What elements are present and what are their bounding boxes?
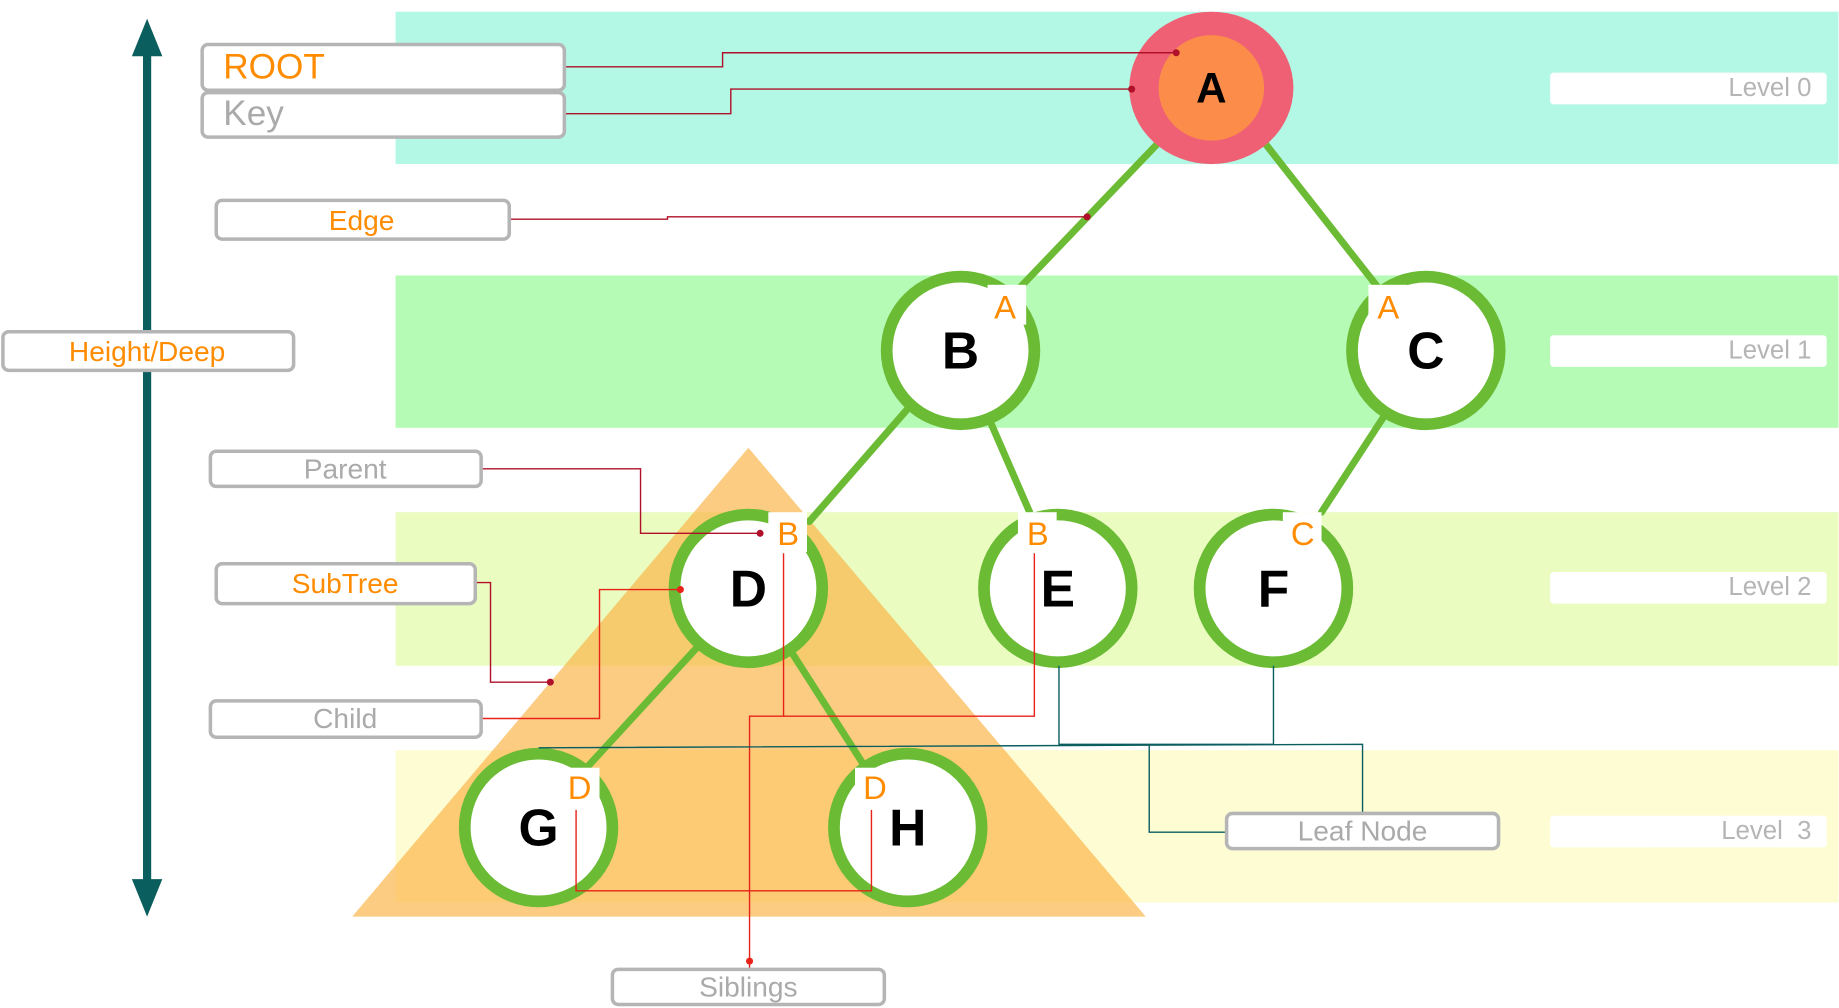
svg-text:ROOT: ROOT <box>223 47 325 86</box>
parent-key-label: D <box>568 769 592 806</box>
svg-text:Level 0: Level 0 <box>1728 74 1811 102</box>
siblings-label: Siblings <box>610 967 887 1007</box>
svg-text:Key: Key <box>223 94 284 133</box>
svg-text:Level 1: Level 1 <box>1728 336 1811 364</box>
edge-label: Edge <box>214 198 512 241</box>
node-b: B A <box>880 270 1041 431</box>
parent-label: Parent <box>208 449 483 489</box>
level-label-1: Level 1 <box>1550 335 1827 367</box>
parent-key-label: B <box>777 515 799 552</box>
node-h: H D <box>828 747 988 908</box>
edge-a-b <box>1016 120 1180 291</box>
svg-text:G: G <box>519 798 559 856</box>
leaf-node-label: Leaf Node <box>1224 811 1501 851</box>
svg-text:Leaf Node: Leaf Node <box>1298 816 1428 847</box>
parent-key-label: C <box>1291 515 1315 552</box>
svg-text:H: H <box>889 798 926 856</box>
connector-lines <box>472 49 1367 970</box>
level-label-0: Level 0 <box>1550 72 1827 105</box>
root-label: ROOT <box>200 42 567 93</box>
node-g: G D <box>458 747 619 908</box>
edge-d-h <box>784 643 870 772</box>
parent-key-label: A <box>994 289 1016 326</box>
edge-d-g <box>583 636 708 772</box>
level-label-3: Level 3 <box>1550 815 1827 848</box>
parent-key-label: B <box>1027 515 1049 552</box>
edge-c-f <box>1318 404 1394 516</box>
edge-b-d <box>805 398 918 526</box>
node-c: C A <box>1346 270 1506 431</box>
svg-text:Siblings: Siblings <box>699 971 798 1002</box>
svg-text:B: B <box>942 321 979 379</box>
svg-text:Height/Deep: Height/Deep <box>69 336 225 367</box>
node-a: A <box>1129 11 1294 165</box>
level-label-2: Level 2 <box>1550 571 1827 604</box>
subtree-label: SubTree <box>214 562 478 606</box>
parent-key-label: D <box>863 769 887 806</box>
svg-text:E: E <box>1041 559 1075 617</box>
parent-key-label: A <box>1377 289 1399 326</box>
child-label: Child <box>208 699 483 740</box>
svg-text:Parent: Parent <box>304 453 387 484</box>
edge-b-e <box>982 409 1034 516</box>
svg-text:F: F <box>1258 559 1290 617</box>
node-d: D B <box>668 508 829 669</box>
height-arrow <box>131 18 163 917</box>
svg-text:SubTree: SubTree <box>292 568 399 599</box>
svg-text:A: A <box>1196 64 1226 111</box>
height-label: Height/Deep <box>1 329 296 373</box>
svg-text:Edge: Edge <box>329 205 395 236</box>
svg-text:Level 2: Level 2 <box>1728 573 1811 601</box>
node-f: F C <box>1193 508 1354 669</box>
node-e: E B <box>978 508 1138 669</box>
key-label: Key <box>200 90 567 139</box>
svg-text:D: D <box>730 559 767 617</box>
svg-text:C: C <box>1407 321 1444 379</box>
svg-text:Child: Child <box>313 703 377 734</box>
edge-a-c <box>1246 120 1382 291</box>
svg-text:Level 3: Level 3 <box>1721 817 1811 845</box>
